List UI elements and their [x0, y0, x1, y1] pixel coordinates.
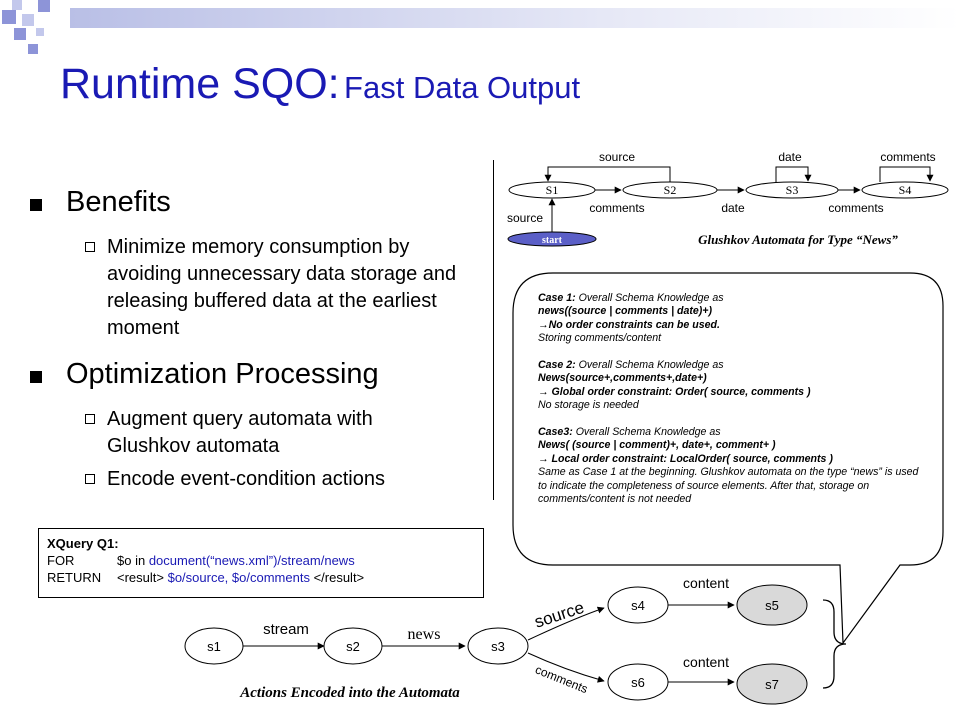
qedge-label-source: source — [532, 598, 586, 632]
query-automaton-caption: Actions Encoded into the Automata — [239, 685, 460, 701]
bullet-benefits: Benefits — [30, 186, 171, 219]
qedge-label-stream: stream — [263, 621, 309, 638]
glushkov-caption: Glushkov Automata for Type “News” — [698, 232, 898, 247]
start-label: start — [542, 235, 563, 246]
case3-schema: News( (source | comment)+, date+, commen… — [538, 439, 776, 452]
case1-note: Storing comments/content — [538, 332, 662, 345]
edge-label-s2-s3: date — [721, 201, 745, 215]
edge-label-s2-s1: source — [599, 150, 635, 164]
xquery-title: XQuery Q1: — [47, 536, 119, 551]
state-S3-label: S3 — [786, 183, 799, 197]
case2-head: Case 2: — [538, 359, 576, 372]
case3-head: Case3: — [538, 426, 573, 439]
title-sub: Fast Data Output — [344, 70, 581, 105]
qedge-label-news: news — [408, 626, 441, 643]
xquery-box: XQuery Q1: FOR $o in document(“news.xml”)… — [38, 528, 484, 598]
case1-head: Case 1: — [538, 292, 576, 304]
case3-result: → Local order constraint: LocalOrder( so… — [538, 452, 833, 465]
qstate-s6-label: s6 — [631, 675, 645, 690]
case-1: Case 1: Overall Schema Knowledge as news… — [538, 292, 930, 346]
qstate-s3-label: s3 — [491, 639, 505, 654]
qstate-s4-label: s4 — [631, 598, 645, 613]
case-3: Case3: Overall Schema Knowledge as News(… — [538, 426, 930, 506]
state-S4-label: S4 — [899, 183, 912, 197]
edge-s4-self — [879, 166, 934, 182]
case3-head-rest: Overall Schema Knowledge as — [572, 426, 721, 439]
case2-schema: News(source+,comments+,date+) — [538, 372, 707, 385]
edge-s2-s1 — [544, 166, 671, 182]
qedge-label-content-1: content — [683, 575, 729, 591]
edge-label-s4-self: comments — [880, 150, 935, 164]
brace — [822, 599, 847, 689]
edge-label-s3-self: date — [778, 150, 802, 164]
xquery-return-expr: $o/source, $o/comments — [163, 570, 314, 585]
edge-label-s3-s4: comments — [828, 201, 883, 215]
page-title: Runtime SQO: Fast Data Output — [60, 60, 820, 120]
xquery-return-close: </result> — [313, 570, 365, 585]
qedge-label-content-2: content — [683, 654, 729, 670]
xquery-for-keyword: FOR — [47, 553, 75, 568]
bullet-optimization: Optimization Processing — [30, 358, 379, 391]
qstate-s1-label: s1 — [207, 639, 221, 654]
qstate-s1 — [184, 627, 244, 665]
case3-note: Same as Case 1 at the beginning. Glushko… — [538, 466, 919, 506]
xquery-for-expr: document(“news.xml”)/stream/news — [148, 553, 355, 568]
xquery-return-open: <result> — [117, 570, 164, 585]
title-bar-gradient — [70, 8, 960, 28]
edge-s3-self — [775, 166, 812, 182]
case1-result: →No order constraints can be used. — [538, 318, 720, 331]
qstate-s6 — [607, 663, 669, 701]
case2-head-rest: Overall Schema Knowledge as — [575, 359, 724, 372]
sub-bullet-augment: Augment query automata with Glushkov aut… — [85, 406, 437, 460]
edge-s3-s4-q — [527, 606, 605, 641]
divider-line — [493, 160, 494, 500]
sub-bullet-minimize: Minimize memory consumption by avoiding … — [85, 234, 487, 342]
callout-bubble — [512, 272, 944, 645]
edge-label-start-s1: source — [507, 211, 543, 225]
qstate-s7 — [736, 663, 808, 705]
glushkov-automaton: S1 S2 S3 S4 start source comments source… — [507, 150, 949, 247]
state-S2-label: S2 — [664, 183, 677, 197]
qstate-s5 — [736, 584, 808, 626]
qstate-s4 — [607, 586, 669, 624]
edge-label-s1-s2: comments — [589, 201, 644, 215]
qstate-s7-label: s7 — [765, 677, 779, 692]
qstate-s2-label: s2 — [346, 639, 360, 654]
xquery-for-var: $o in — [117, 553, 149, 568]
callout-text: Case 1: Overall Schema Knowledge as news… — [538, 292, 930, 506]
qstate-s5-label: s5 — [765, 598, 779, 613]
qstate-s3 — [467, 627, 529, 665]
state-S4 — [861, 181, 949, 199]
title-main: Runtime SQO: — [60, 60, 340, 108]
state-S1-label: S1 — [546, 183, 559, 197]
sub-bullet-encode: Encode event-condition actions — [85, 466, 487, 493]
case2-note: No storage is needed — [538, 399, 639, 412]
corner-decoration — [2, 0, 50, 54]
case2-result: → Global order constraint: Order( source… — [538, 385, 811, 398]
xquery-return-keyword: RETURN — [47, 570, 102, 585]
edge-s3-s6-q — [527, 652, 605, 683]
qstate-s2 — [323, 627, 383, 665]
case1-head-rest: Overall Schema Knowledge as — [575, 292, 724, 304]
case1-schema: news((source | comments | date)+) — [538, 305, 713, 318]
case-2: Case 2: Overall Schema Knowledge as News… — [538, 359, 930, 413]
